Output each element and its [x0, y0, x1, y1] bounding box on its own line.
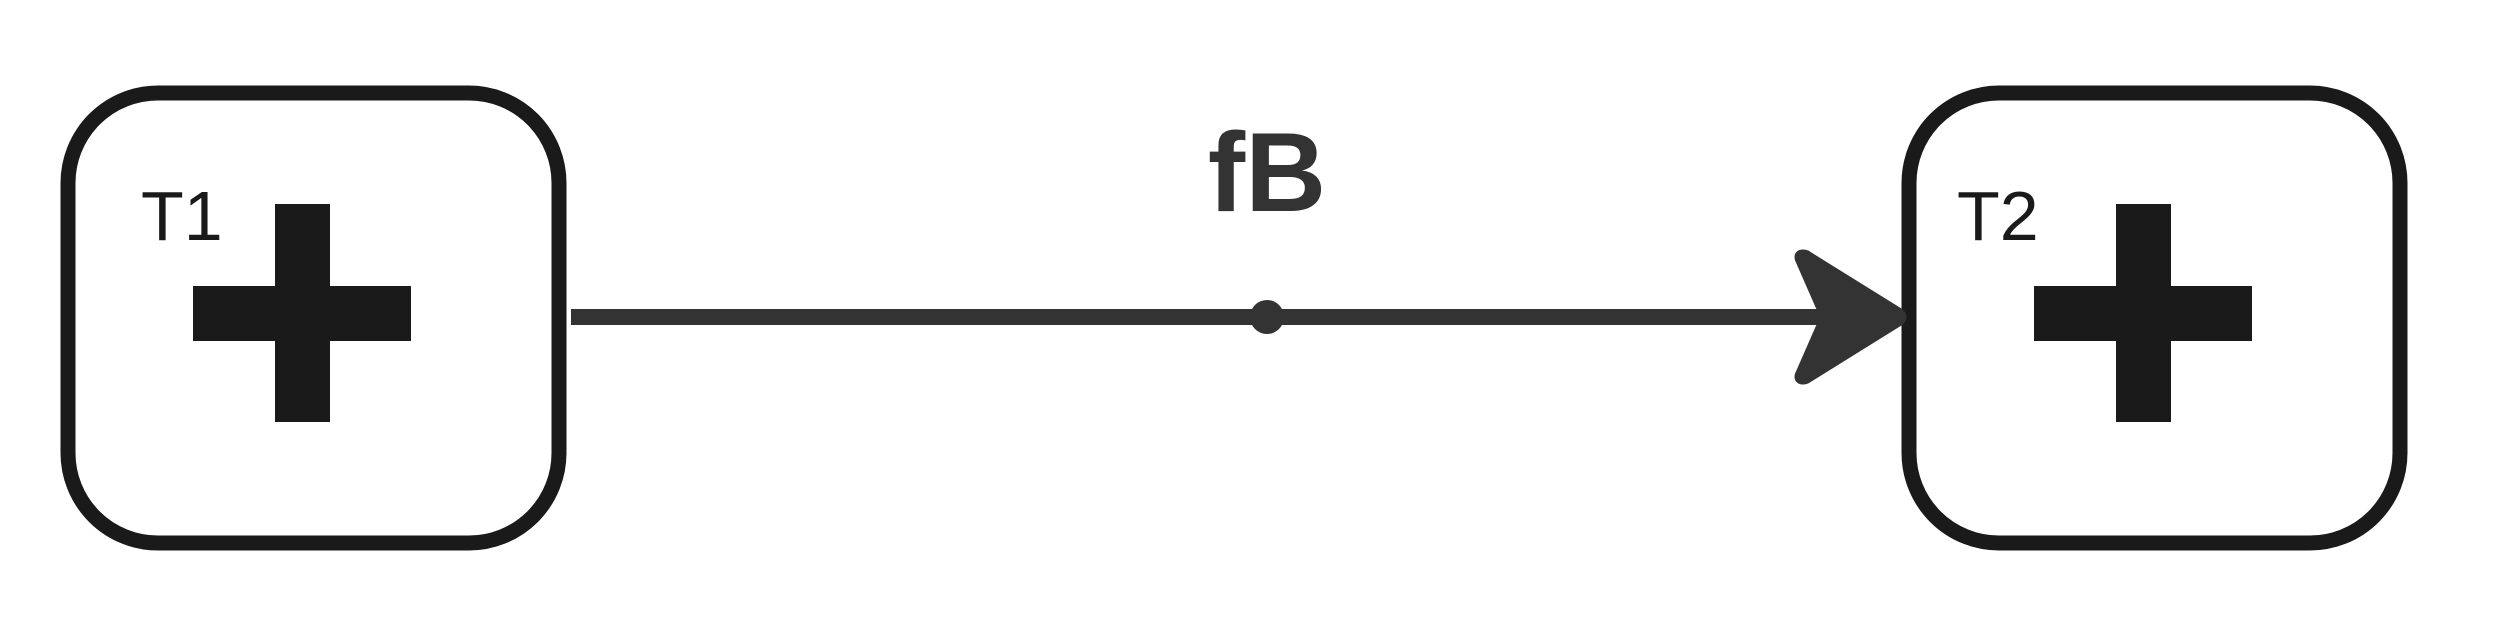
- node-t2[interactable]: T2: [1901, 85, 2408, 551]
- plus-icon: [193, 204, 411, 422]
- plus-icon: [2034, 204, 2252, 422]
- edge-label: fB: [1208, 110, 1326, 235]
- edge-t1-t2[interactable]: fB: [571, 110, 1907, 385]
- edge-midpoint-dot: [1250, 300, 1284, 334]
- node-t1[interactable]: T1: [60, 85, 567, 551]
- node-t1-label: T1: [141, 177, 223, 255]
- node-t2-label: T2: [1957, 177, 2039, 255]
- arrowhead-icon: [1794, 249, 1907, 385]
